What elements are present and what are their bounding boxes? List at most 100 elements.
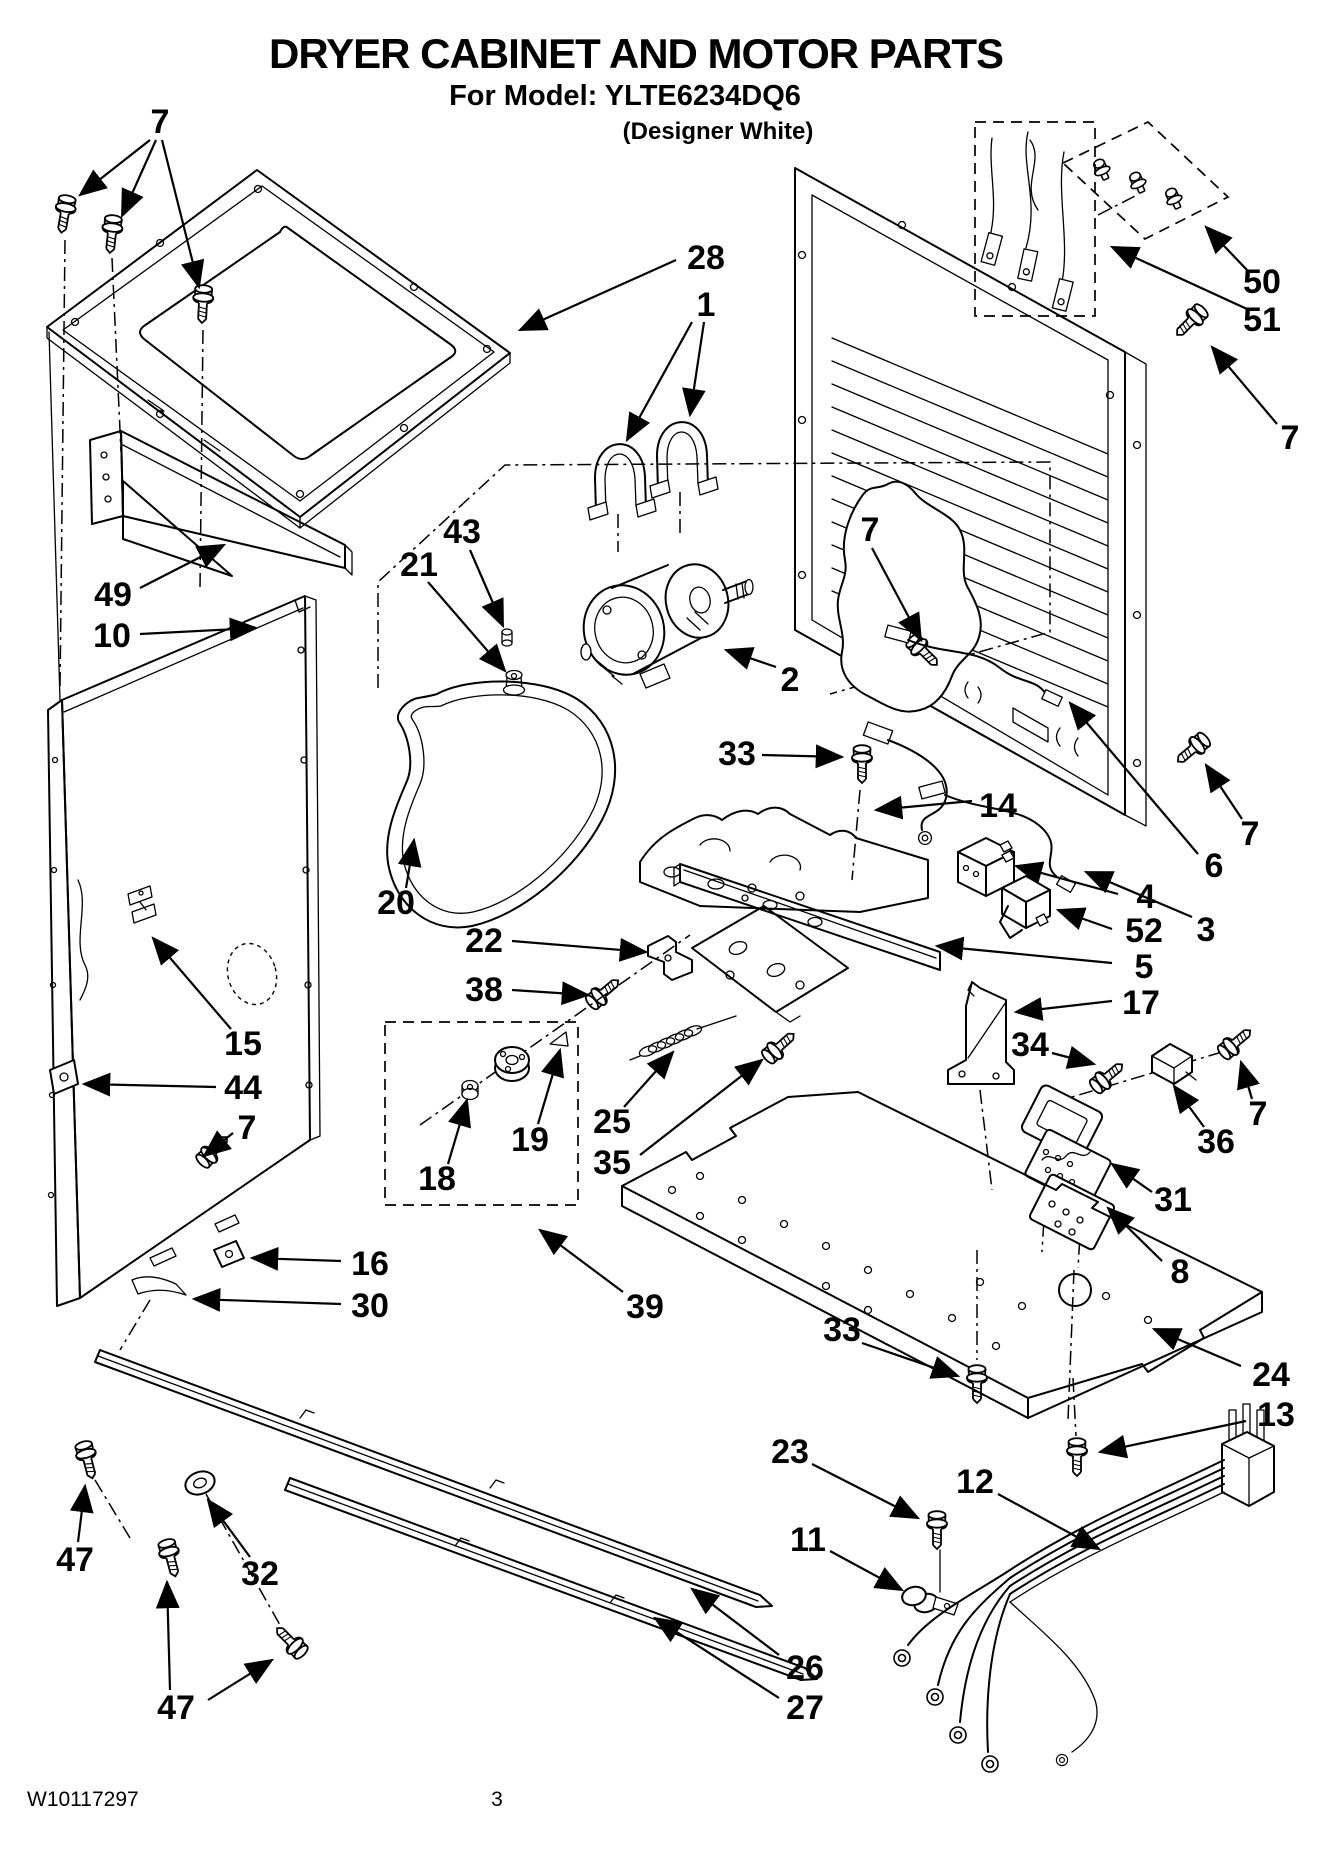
leader-line-1 xyxy=(682,321,706,418)
leader-line-47 xyxy=(207,1658,275,1701)
part-label-35-35: 35 xyxy=(593,1144,631,1182)
leader-line-23 xyxy=(811,1463,921,1520)
support-bracket-49 xyxy=(89,430,353,577)
part-label-7-0: 7 xyxy=(151,103,170,141)
leader-line-21 xyxy=(427,581,507,673)
part-label-24-40: 24 xyxy=(1252,1356,1290,1394)
leader-line-17 xyxy=(1013,997,1113,1021)
part-label-2-11: 2 xyxy=(781,661,800,699)
leader-line-18 xyxy=(446,1097,471,1165)
wire-6 xyxy=(884,624,1063,707)
leader-line-32 xyxy=(206,1498,251,1558)
vent-louvers xyxy=(831,337,1109,708)
leader-line-33 xyxy=(761,744,845,769)
thermal-fuse-52 xyxy=(999,875,1051,939)
power-cord xyxy=(893,1403,1275,1773)
part-label-4-17: 4 xyxy=(1137,878,1156,916)
leader-line-31 xyxy=(1110,1162,1153,1193)
screw-7-topright xyxy=(1169,300,1212,343)
leader-line-1 xyxy=(625,321,693,443)
leader-line-43 xyxy=(468,549,505,629)
drive-belt xyxy=(386,680,617,929)
finish-line: (Designer White) xyxy=(622,118,814,145)
part-label-34-21: 34 xyxy=(1011,1026,1049,1064)
motor-assembly xyxy=(377,421,1051,696)
screw-33-upper xyxy=(851,744,873,784)
leader-line-7 xyxy=(1210,345,1278,425)
leader-line-16 xyxy=(249,1246,342,1271)
leader-line-47 xyxy=(155,1579,180,1691)
part-label-1-2: 1 xyxy=(697,286,716,324)
part-label-44-30: 44 xyxy=(224,1069,262,1107)
side-panel xyxy=(47,331,321,1307)
leader-line-47 xyxy=(69,1483,94,1543)
leader-line-52 xyxy=(1055,907,1113,931)
leader-line-2 xyxy=(723,647,777,670)
part-label-21-10: 21 xyxy=(400,546,438,584)
part-label-52-18: 52 xyxy=(1125,912,1163,950)
leader-line-7 xyxy=(1237,1059,1260,1100)
leader-line-49 xyxy=(139,543,227,589)
base-panel xyxy=(621,1091,1263,1437)
part-label-25-34: 25 xyxy=(593,1103,631,1141)
screw-38 xyxy=(581,971,626,1014)
leader-line-7 xyxy=(202,1130,234,1158)
screw-47-b xyxy=(155,1536,186,1580)
leader-line-28 xyxy=(517,258,677,332)
strip-30 xyxy=(119,1276,187,1351)
part-label-38-27: 38 xyxy=(465,971,503,1009)
leader-line-36 xyxy=(1172,1084,1205,1128)
leader-line-30 xyxy=(191,1287,342,1312)
part-label-3-16: 3 xyxy=(1197,911,1216,949)
leader-line-25 xyxy=(623,1050,675,1108)
clip-36 xyxy=(1151,1043,1197,1085)
heater-wires-51 xyxy=(974,121,1136,317)
part-label-50-3: 50 xyxy=(1243,263,1281,301)
part-label-11-44: 11 xyxy=(790,1521,826,1559)
part-label-15-29: 15 xyxy=(224,1025,262,1063)
leader-line-27 xyxy=(652,1616,780,1699)
leader-line-19 xyxy=(536,1047,564,1125)
screw-23 xyxy=(926,1510,948,1550)
bulkhead-bracket xyxy=(384,789,941,1206)
leader-line-22 xyxy=(511,937,649,962)
part-label-7-14: 7 xyxy=(1241,815,1260,853)
wire-3 xyxy=(918,780,1077,893)
screw-7-right xyxy=(1170,728,1215,771)
switch-4 xyxy=(957,837,1015,897)
screw-33-base xyxy=(966,1364,988,1404)
leader-line-24 xyxy=(1151,1327,1242,1368)
terminal-kit-50 xyxy=(1061,120,1230,241)
leader-line-14 xyxy=(873,795,973,820)
leader-line-10 xyxy=(139,617,259,642)
bracket-22 xyxy=(647,935,693,981)
part-label-43-9: 43 xyxy=(443,513,481,551)
pulley-19 xyxy=(494,1046,530,1082)
leader-line-4 xyxy=(1013,861,1119,896)
part-label-17-20: 17 xyxy=(1122,984,1160,1022)
part-label-26-45: 26 xyxy=(786,1649,824,1687)
pulley-11 xyxy=(901,1585,959,1616)
bushing-43 xyxy=(501,628,513,647)
part-label-13-41: 13 xyxy=(1257,1396,1295,1434)
model-line: For Model: YLTE6234DQ6 xyxy=(449,80,801,112)
rail-26 xyxy=(94,1349,773,1608)
idler-kit-box xyxy=(384,1021,579,1206)
leader-line-5 xyxy=(934,936,1113,965)
leader-line-3 xyxy=(1083,870,1193,919)
leader-line-34 xyxy=(1051,1045,1097,1069)
part-label-16-37: 16 xyxy=(351,1245,389,1283)
leader-line-7 xyxy=(160,139,205,290)
part-label-19-33: 19 xyxy=(511,1121,549,1159)
part-label-47-48: 47 xyxy=(157,1689,195,1727)
part-label-8-25: 8 xyxy=(1171,1253,1190,1291)
part-label-7-31: 7 xyxy=(238,1109,257,1147)
part-label-7-23: 7 xyxy=(1249,1095,1268,1133)
leader-line-50 xyxy=(1204,225,1248,271)
part-label-5-19: 5 xyxy=(1135,948,1154,986)
washer-32 xyxy=(184,1470,281,1626)
part-label-18-32: 18 xyxy=(418,1160,456,1198)
document-number: W10117297 xyxy=(27,1788,139,1811)
leader-line-39 xyxy=(538,1228,624,1293)
